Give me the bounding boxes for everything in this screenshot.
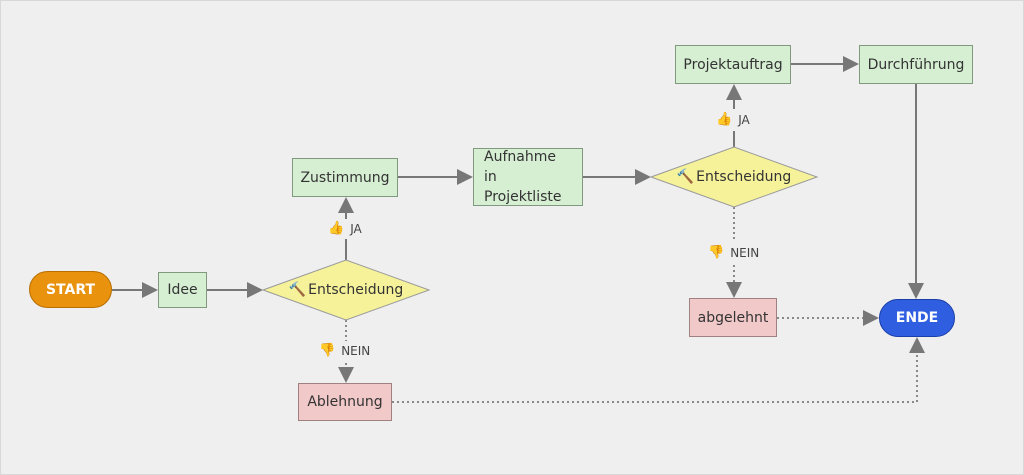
thumbs-up-icon: 👍 [716,112,733,127]
aufnahme-node[interactable]: Aufnahme in Projektliste [473,148,583,206]
ja-label-2: 👍JA [716,112,750,127]
durchfuehrung-node[interactable]: Durchführung [859,45,973,84]
nein-label-1: 👎NEIN [319,343,371,358]
zustimmung-node[interactable]: Zustimmung [292,158,398,197]
ja-label-1: 👍JA [328,221,362,236]
decision-1-label[interactable]: 🔨Entscheidung [288,282,404,298]
decision-2-label[interactable]: 🔨Entscheidung [676,169,792,185]
start-node[interactable]: START [29,271,112,308]
idee-node[interactable]: Idee [158,272,207,308]
thumbs-down-icon: 👎 [319,343,336,358]
ende-node[interactable]: ENDE [879,299,955,337]
abgelehnt-node[interactable]: abgelehnt [689,298,777,337]
projektauftrag-node[interactable]: Projektauftrag [675,45,791,84]
gavel-icon: 🔨 [288,282,307,298]
decision-diamond-1 [261,259,431,321]
nein-label-2: 👎NEIN [708,245,760,260]
decision-diamond-2 [649,146,819,208]
thumbs-down-icon: 👎 [708,245,725,260]
arrow-ablehnung-ende [392,337,925,403]
thumbs-up-icon: 👍 [328,221,345,236]
ablehnung-node[interactable]: Ablehnung [298,383,392,421]
gavel-icon: 🔨 [676,169,695,185]
